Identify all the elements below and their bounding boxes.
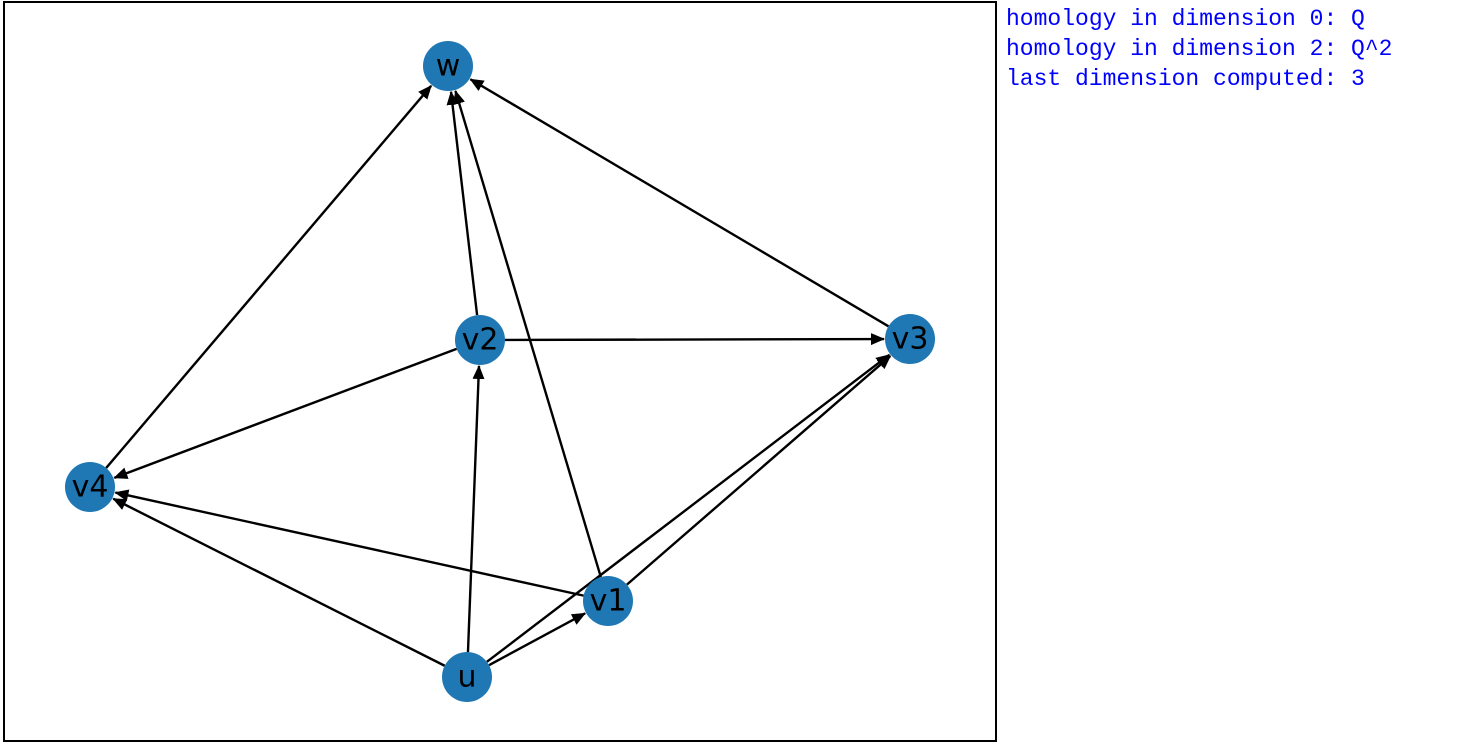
- node-circle-v4: [65, 462, 115, 512]
- node-v2: v2: [455, 315, 505, 365]
- homology-dim-2-line: homology in dimension 2: Q^2: [1006, 36, 1393, 62]
- edge-u-to-v1: [488, 612, 586, 667]
- edge-v1-to-v3: [626, 355, 892, 586]
- edges-layer: [105, 78, 892, 667]
- node-label-v2: v2: [462, 323, 499, 358]
- edge-v2-to-v4: [113, 347, 458, 479]
- edge-v3-to-w: [469, 78, 890, 328]
- edge-v2-to-w: [446, 90, 479, 316]
- homology-info-panel: homology in dimension 0: Q homology in d…: [1006, 4, 1458, 94]
- edge-u-to-v4: [112, 497, 446, 667]
- homology-dim-0-line: homology in dimension 0: Q: [1006, 6, 1365, 32]
- node-v3: v3: [885, 314, 935, 364]
- node-label-v4: v4: [72, 470, 109, 505]
- node-circle-u: [442, 652, 492, 702]
- node-label-v1: v1: [590, 584, 627, 619]
- node-u: u: [442, 652, 492, 702]
- node-label-u: u: [457, 660, 476, 695]
- node-circle-w: [423, 41, 473, 91]
- last-dimension-line: last dimension computed: 3: [1006, 66, 1365, 92]
- node-circle-v2: [455, 315, 505, 365]
- node-w: w: [423, 41, 473, 91]
- digraph-canvas: w v2 v3 v4 v1 u: [3, 1, 997, 742]
- graph-panel: w v2 v3 v4 v1 u: [3, 1, 997, 742]
- edge-v2-to-v3: [504, 333, 886, 346]
- node-v4: v4: [65, 462, 115, 512]
- nodes-layer: w v2 v3 v4 v1 u: [65, 41, 935, 702]
- edge-v1-to-w: [453, 89, 602, 578]
- edge-v1-to-v4: [114, 489, 584, 597]
- node-label-v3: v3: [892, 322, 929, 357]
- node-label-w: w: [436, 49, 461, 84]
- plot-frame: [3, 1, 997, 742]
- edge-v4-to-w: [105, 85, 433, 469]
- node-v1: v1: [583, 576, 633, 626]
- node-circle-v3: [885, 314, 935, 364]
- edge-u-to-v2: [466, 364, 485, 653]
- node-circle-v1: [583, 576, 633, 626]
- edge-u-to-v3: [486, 353, 891, 663]
